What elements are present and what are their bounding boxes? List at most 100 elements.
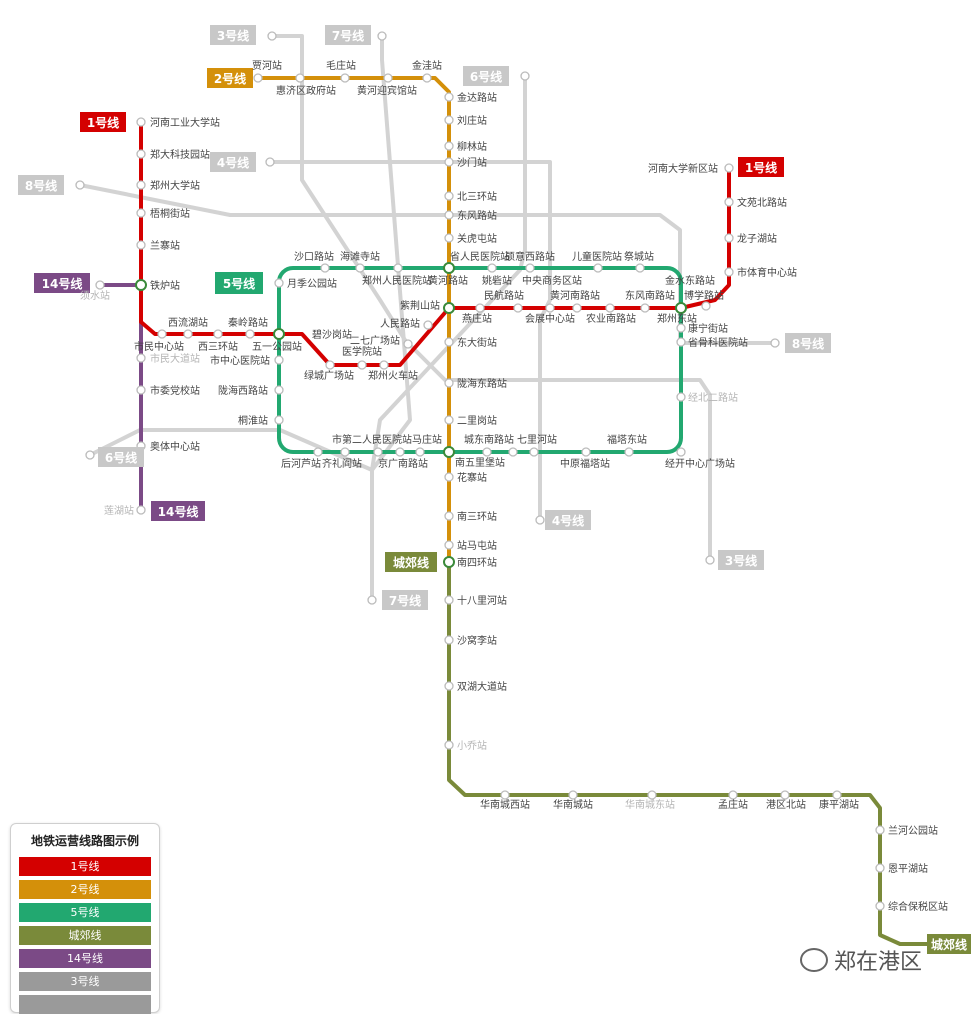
station-label: 刘庄站 [457,114,487,127]
station-label: 城东南路站 [464,433,514,446]
station-label: 祭城站 [624,250,654,263]
station-label: 农业南路站 [586,312,636,325]
station-label: 柳林站 [457,140,487,153]
station-label: 莲湖站 [104,504,134,517]
legend-item-line5: 5号线 [19,903,151,922]
station-label: 南四环站 [457,556,497,569]
station-label: 二七广场站 [350,334,400,347]
station-label: 郑州东站 [657,312,697,325]
station-label: 综合保税区站 [888,900,948,913]
station-label: 海滩寺站 [340,250,380,263]
station-label: 市中心医院站 [210,354,270,367]
station-label: 经开中心广场站 [665,457,735,470]
badge-line7-bottom: 7号线 [389,593,421,608]
station-label: 5号线 [223,276,255,291]
station-label: 兰寨站 [150,239,180,252]
station-label: 华南城东站 [625,798,675,811]
legend-panel: 地铁运营线路图示例 1号线 2号线 5号线 城郊线 14号线 3号线 [10,823,160,1014]
badge-line4-top: 4号线 [217,155,249,170]
station-label: 康平湖站 [819,798,859,811]
station-label: 陇海西路站 [218,384,268,397]
station-label: 中原福塔站 [560,457,610,470]
badge-line1-east: 1号线 [738,157,784,177]
station-label: 桐淮站 [238,414,268,427]
station-label: 华南城西站 [480,798,530,811]
station-label: 会展中心站 [525,312,575,325]
station-label: 民航路站 [484,289,524,302]
badge-line14-south: 14号线 [151,501,205,521]
badge-line14-north: 14号线 [34,273,90,293]
station-label: 黄河路站 [428,274,468,287]
station-label: 小乔站 [457,739,487,752]
station-label: 城郊线 [393,555,429,570]
station-dots [75,31,885,911]
station-label: 须水站 [80,289,110,302]
station-label: 七里河站 [517,433,557,446]
station-label: 燕庄站 [462,312,492,325]
station-label: 沙口路站 [294,250,334,263]
legend-item-line1: 1号线 [19,857,151,876]
station-label: 后河芦站 [281,457,321,470]
station-label: 黄河南路站 [550,289,600,302]
badge-line3-top: 3号线 [217,28,249,43]
station-label: 博学路站 [684,289,724,302]
badge-line8-right: 8号线 [792,336,824,351]
station-label: 市委党校站 [150,384,200,397]
station-label: 东风南路站 [625,289,675,302]
station-label: 河南工业大学站 [150,116,220,129]
station-label: 姚砦站 [482,274,512,287]
station-label: 碧沙岗站 [312,328,352,341]
station-label: 黄河迎宾馆站 [357,84,417,97]
station-label: 2号线 [214,71,246,86]
station-label: 龙子湖站 [737,232,777,245]
badge-line6-top: 6号线 [470,69,502,84]
legend-item-line2: 2号线 [19,880,151,899]
station-label: 月季公园站 [287,277,337,290]
station-label: 齐礼阎站 [322,457,362,470]
station-label: 秦岭路站 [228,316,268,329]
station-label: 省人民医院站 [450,250,510,263]
badge-line7-top: 7号线 [332,28,364,43]
badge-line1-west: 1号线 [80,112,126,132]
line-4-track [268,160,552,522]
station-label: 硕意西路站 [505,250,555,263]
line-6-track [88,74,527,472]
badge-line8-left: 8号线 [25,178,57,193]
station-label: 双湖大道站 [457,680,507,693]
badge-cj-mid: 城郊线 [385,552,437,572]
station-label: 陇海东路站 [457,377,507,390]
station-label: 儿童医院站 [572,250,622,263]
line-8-track [78,183,777,345]
station-label: 贾河站 [252,59,282,72]
station-label: 郑州人民医院站 [362,274,432,287]
station-label: 金洼站 [412,59,442,72]
legend-item-cj: 城郊线 [19,926,151,945]
station-label: 1号线 [87,115,119,130]
line-1-track [139,122,731,367]
line-badges: 1号线 1号线 2号线 5号线 14号线 14号线 城郊线 城郊线 3号线 7号… [18,25,971,954]
wechat-icon [800,948,828,972]
station-label: 港区北站 [766,798,806,811]
station-label: 十八里河站 [457,594,507,607]
station-label: 沙门站 [457,156,487,169]
station-label: 市民大道站 [150,352,200,365]
legend-item-line14: 14号线 [19,949,151,968]
station-label: 紫荆山站 [400,299,440,312]
station-label: 奥体中心站 [150,440,200,453]
station-label: 经北二路站 [688,391,738,404]
station-label: 毛庄站 [326,59,356,72]
station-label: 郑大科技园站 [150,148,210,161]
station-label: 五一公园站 [252,340,302,353]
station-label: 铁炉站 [150,279,180,292]
station-label: 北三环站 [457,190,497,203]
station-label: 华南城站 [553,798,593,811]
station-label: 康宁街站 [688,322,728,335]
station-label: 孟庄站 [718,798,748,811]
station-label: 文苑北路站 [737,196,787,209]
station-label: 东大街站 [457,336,497,349]
badge-cj-end: 城郊线 [927,934,971,954]
station-label: 中央商务区站 [522,274,582,287]
station-label: 南三环站 [457,510,497,523]
station-label: 人民路站 [380,317,420,330]
